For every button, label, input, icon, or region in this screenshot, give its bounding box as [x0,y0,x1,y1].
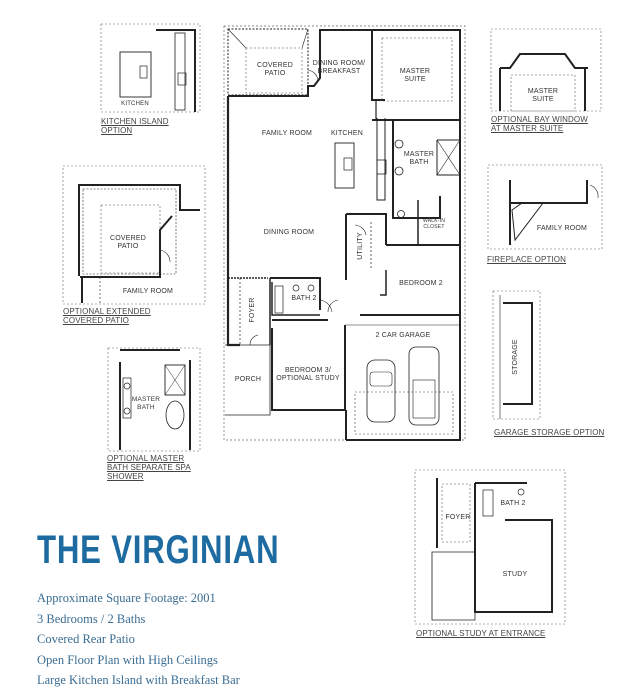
caption-study-entrance: OPTIONAL STUDY AT ENTRANCE [416,629,545,638]
svg-text:DINING ROOM: DINING ROOM [264,229,314,236]
caption-line: OPTION [101,126,133,135]
caption-line: GARAGE STORAGE OPTION [494,428,605,437]
svg-text:COVERED: COVERED [110,235,146,242]
svg-text:FOYER: FOYER [249,297,256,322]
svg-text:STUDY: STUDY [503,571,528,578]
feature-item: Open Floor Plan with High Ceilings [37,652,218,667]
svg-text:CLOSET: CLOSET [423,224,444,230]
caption-line: KITCHEN ISLAND [101,117,169,126]
svg-text:DINING ROOM/: DINING ROOM/ [313,60,366,67]
feature-item: 3 Bedrooms / 2 Baths [37,611,146,626]
caption-line: BATH SEPARATE SPA [107,463,191,472]
caption-line: OPTIONAL MASTER [107,454,185,463]
svg-text:BREAKFAST: BREAKFAST [317,68,361,75]
svg-text:FOYER: FOYER [445,514,470,521]
svg-text:PATIO: PATIO [118,243,139,250]
svg-text:STORAGE: STORAGE [512,339,519,375]
svg-text:BATH 2: BATH 2 [500,500,525,507]
spa-shower-option-diagram [107,347,201,452]
svg-text:BEDROOM 2: BEDROOM 2 [399,280,443,287]
svg-text:BATH: BATH [137,404,155,411]
svg-text:BEDROOM 3/: BEDROOM 3/ [285,367,331,374]
extended-patio-option-diagram [62,165,206,305]
caption-line: SHOWER [107,472,144,481]
caption-spa-shower: OPTIONAL MASTER BATH SEPARATE SPA SHOWER [107,454,191,481]
caption-line: COVERED PATIO [63,316,129,325]
svg-text:MASTER: MASTER [404,151,434,158]
svg-text:KITCHEN: KITCHEN [121,101,149,107]
caption-fireplace: FIREPLACE OPTION [487,255,566,264]
feature-item: Large Kitchen Island with Breakfast Bar [37,673,240,687]
main-plan-labels: COVERED PATIO DINING ROOM/ BREAKFAST MAS… [235,60,445,383]
svg-text:2 CAR GARAGE: 2 CAR GARAGE [376,332,431,339]
bay-window-option-diagram [490,28,602,112]
fireplace-option-diagram [487,164,603,250]
caption-bay-window: OPTIONAL BAY WINDOW AT MASTER SUITE [491,115,588,133]
garage-storage-option-diagram [492,290,541,420]
svg-text:FAMILY ROOM: FAMILY ROOM [123,288,173,295]
svg-text:COVERED: COVERED [257,62,293,69]
svg-text:PATIO: PATIO [265,70,286,77]
svg-text:MASTER: MASTER [132,396,160,403]
feature-item: Approximate Square Footage: 2001 [37,591,216,605]
svg-text:PORCH: PORCH [235,376,261,383]
svg-text:KITCHEN: KITCHEN [331,130,363,137]
caption-kitchen-island: KITCHEN ISLAND OPTION [101,117,169,135]
feature-item: Covered Rear Patio [37,632,135,646]
caption-extended-patio: OPTIONAL EXTENDED COVERED PATIO [63,307,151,325]
caption-line: FIREPLACE OPTION [487,255,566,264]
svg-text:FAMILY ROOM: FAMILY ROOM [262,130,312,137]
svg-text:BATH: BATH [410,159,429,166]
caption-line: OPTIONAL STUDY AT ENTRANCE [416,629,546,638]
svg-text:BATH 2: BATH 2 [291,295,316,302]
caption-line: OPTIONAL EXTENDED [63,307,151,316]
svg-text:SUITE: SUITE [404,76,426,83]
caption-line: AT MASTER SUITE [491,124,564,133]
feature-list: Approximate Square Footage: 2001 3 Bedro… [37,588,240,691]
kitchen-island-option-diagram [100,23,201,113]
caption-garage-storage: GARAGE STORAGE OPTION [494,428,604,437]
caption-line: OPTIONAL BAY WINDOW [491,115,588,124]
study-entrance-option-diagram [414,469,566,625]
svg-text:MASTER: MASTER [528,88,558,95]
plan-title: THE VIRGINIAN [37,528,280,572]
svg-text:SUITE: SUITE [532,96,554,103]
svg-text:FAMILY ROOM: FAMILY ROOM [537,225,587,232]
svg-text:UTILITY: UTILITY [357,232,364,260]
svg-text:OPTIONAL STUDY: OPTIONAL STUDY [276,375,340,382]
svg-text:MASTER: MASTER [400,68,430,75]
svg-text:WALK-IN: WALK-IN [423,218,445,224]
